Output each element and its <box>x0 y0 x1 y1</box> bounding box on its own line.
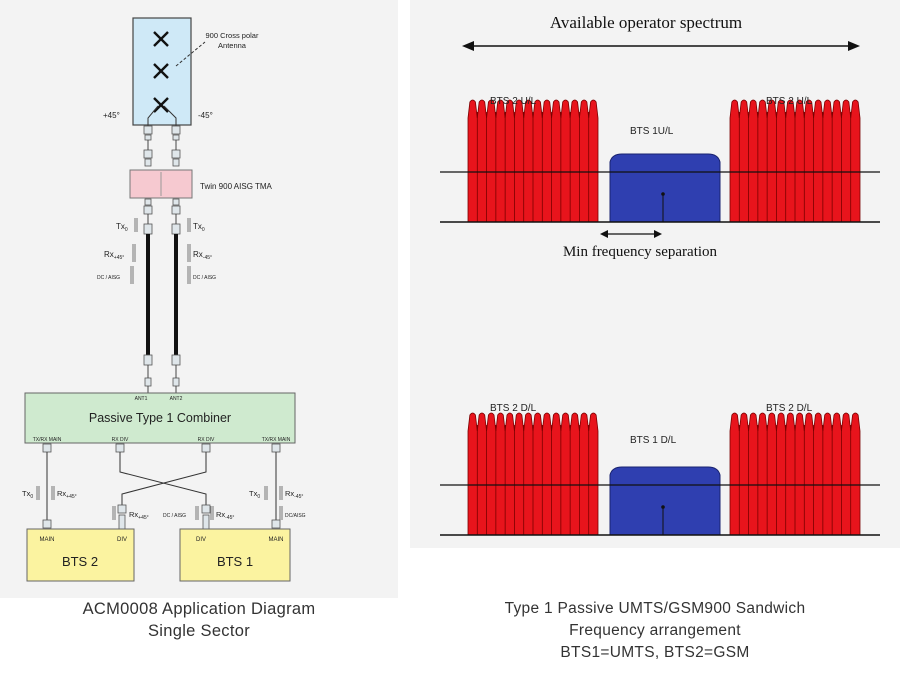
lower-mid-rx-right: Rx-45° <box>216 510 234 521</box>
left-caption-line1: ACM0008 Application Diagram <box>82 600 316 618</box>
combiner-port-ant2: ANT2 <box>170 396 183 402</box>
antenna-label-line1: 900 Cross polar <box>206 31 259 40</box>
spectrum-span-arrow <box>462 41 860 51</box>
combiner-port-rx-div-right: RX DIV <box>198 437 215 443</box>
right-caption: Type 1 Passive UMTS/GSM900 Sandwich Freq… <box>410 598 900 664</box>
ul-right-label: BTS 2 U/L <box>766 96 813 107</box>
bts2-port-div: DIV <box>117 537 127 543</box>
feeder-left-dc: DC / AISG <box>97 275 120 281</box>
ul-left-label: BTS 2 U/L <box>490 96 537 107</box>
lower-left-rx: Rx+45° <box>57 489 77 500</box>
lower-right-tx: Tx0 <box>249 489 260 500</box>
feeder-cables <box>146 234 178 355</box>
pol-minus-label: -45° <box>198 111 213 120</box>
feeder-right-tx: Tx0 <box>193 222 205 233</box>
ul-bts2-block-right <box>729 99 861 223</box>
bts1-box <box>179 528 291 582</box>
combiner-port-txrx-main-left: TX/RX MAIN <box>33 437 62 443</box>
dl-bts2-block-left <box>467 412 599 536</box>
spectrum-title: Available operator spectrum <box>550 13 742 32</box>
lower-right-dc: DC/AISG <box>285 513 306 519</box>
dl-left-label: BTS 2 D/L <box>490 403 537 414</box>
lower-mid-dc: DC / AISG <box>163 513 186 519</box>
dl-right-label: BTS 2 D/L <box>766 403 813 414</box>
separation-label: Min frequency separation <box>563 244 718 260</box>
cross-polar-elements <box>153 31 169 113</box>
feeder-left-tx: Tx0 <box>116 222 128 233</box>
feeder-right-rx: Rx-45° <box>193 250 212 261</box>
pol-plus-label: +45° <box>103 111 120 120</box>
combiner-port-rx-div-left: RX DIV <box>112 437 129 443</box>
lower-mid-rx-left: Rx+45° <box>129 510 149 521</box>
bts1-port-div: DIV <box>196 537 206 543</box>
lower-left-tx: Tx0 <box>22 489 33 500</box>
dl-mid-label: BTS 1 D/L <box>630 435 677 446</box>
antenna-label-line2: Antenna <box>218 41 247 50</box>
bts2-port-main: MAIN <box>40 537 55 543</box>
left-caption-line2: Single Sector <box>147 622 251 640</box>
combiner-port-ant1: ANT1 <box>135 396 148 402</box>
bts1-port-main: MAIN <box>269 537 284 543</box>
uplink-spectrum <box>440 99 880 223</box>
ul-bts2-block-left <box>467 99 599 223</box>
downlink-spectrum <box>440 412 880 536</box>
feeder-left-rx: Rx+45° <box>104 250 124 261</box>
lower-right-rx: Rx-45° <box>285 489 303 500</box>
jumper-cables <box>46 452 277 520</box>
feeder-right-dc: DC / AISG <box>193 275 216 281</box>
ul-mid-label: BTS 1U/L <box>630 126 674 137</box>
bts2-label: BTS 2 <box>62 554 98 569</box>
separation-arrow <box>600 230 662 238</box>
combiner-port-txrx-main-right: TX/RX MAIN <box>262 437 291 443</box>
tma-label: Twin 900 AISG TMA <box>200 182 273 191</box>
ul-bts1-block <box>609 153 721 223</box>
left-caption: ACM0008 Application Diagram Single Secto… <box>0 598 398 642</box>
dl-bts2-block-right <box>729 412 861 536</box>
combiner-label: Passive Type 1 Combiner <box>89 411 231 425</box>
dl-bts1-block <box>609 466 721 536</box>
bts1-label: BTS 1 <box>217 554 253 569</box>
right-caption-line3: BTS1=UMTS, BTS2=GSM <box>560 644 750 661</box>
bts2-box <box>26 528 135 582</box>
application-diagram-panel <box>0 0 398 598</box>
right-caption-line1: Type 1 Passive UMTS/GSM900 Sandwich <box>504 600 806 617</box>
antenna-connectors <box>143 125 181 167</box>
combiner <box>24 392 296 444</box>
right-caption-line2: Frequency arrangement <box>569 622 741 639</box>
